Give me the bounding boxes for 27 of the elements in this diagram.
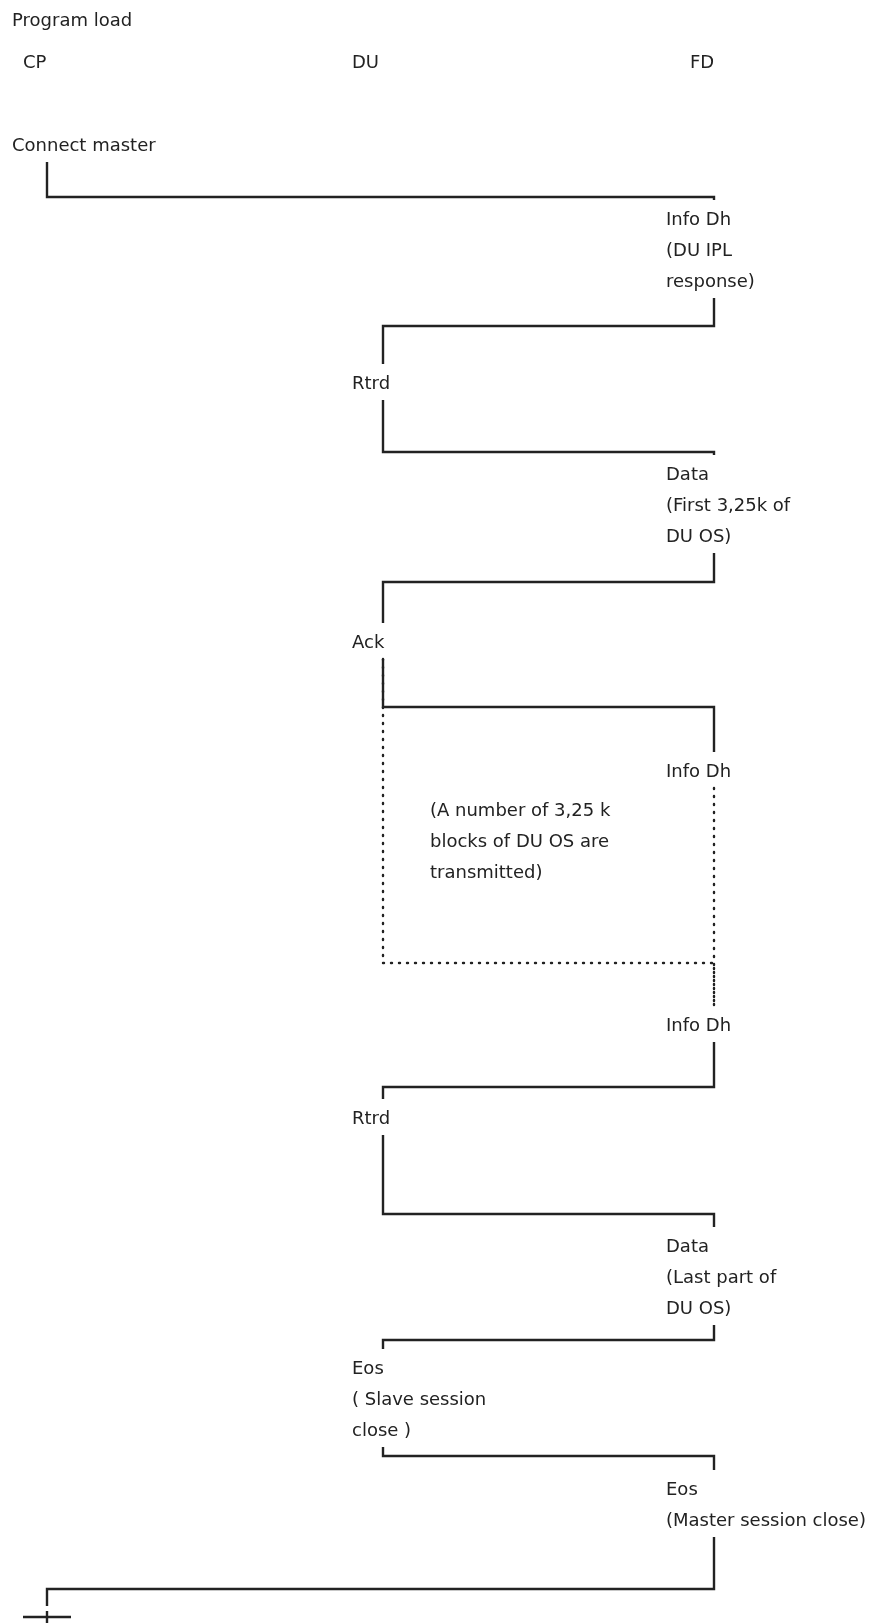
connector-line bbox=[381, 1447, 716, 1470]
message-label: Data (First 3,25k of DU OS) bbox=[666, 458, 798, 551]
message-label: Rtrd bbox=[352, 1102, 432, 1133]
message-label: Ack bbox=[352, 626, 432, 657]
column-heading: FD bbox=[690, 50, 715, 74]
connector-line bbox=[45, 162, 716, 201]
diagram-title: Program load bbox=[12, 8, 133, 32]
message-label: Connect master bbox=[12, 129, 232, 160]
note-text: (A number of 3,25 k blocks of DU OS are transmitted) bbox=[430, 798, 612, 884]
message-label: Eos (Master session close) bbox=[666, 1473, 871, 1535]
dotted-connector-line bbox=[712, 786, 716, 1008]
message-label: Info Dh bbox=[666, 755, 776, 786]
message-label: Rtrd bbox=[352, 367, 432, 398]
column-heading: DU bbox=[352, 50, 380, 74]
connector-line bbox=[381, 400, 716, 456]
message-label: Data (Last part of DU OS) bbox=[666, 1230, 784, 1323]
connector-line bbox=[381, 659, 716, 752]
message-label: Info Dh bbox=[666, 1009, 776, 1040]
connector-line bbox=[381, 298, 716, 364]
connector-line bbox=[381, 1135, 716, 1227]
message-label: Eos ( Slave session close ) bbox=[352, 1352, 520, 1445]
connector-line bbox=[381, 1042, 716, 1099]
message-label: Info Dh (DU IPL response) bbox=[666, 203, 778, 296]
connector-line bbox=[381, 553, 716, 623]
column-heading: CP bbox=[23, 50, 47, 74]
connector-line bbox=[45, 1537, 716, 1606]
connector-line bbox=[381, 1325, 716, 1349]
